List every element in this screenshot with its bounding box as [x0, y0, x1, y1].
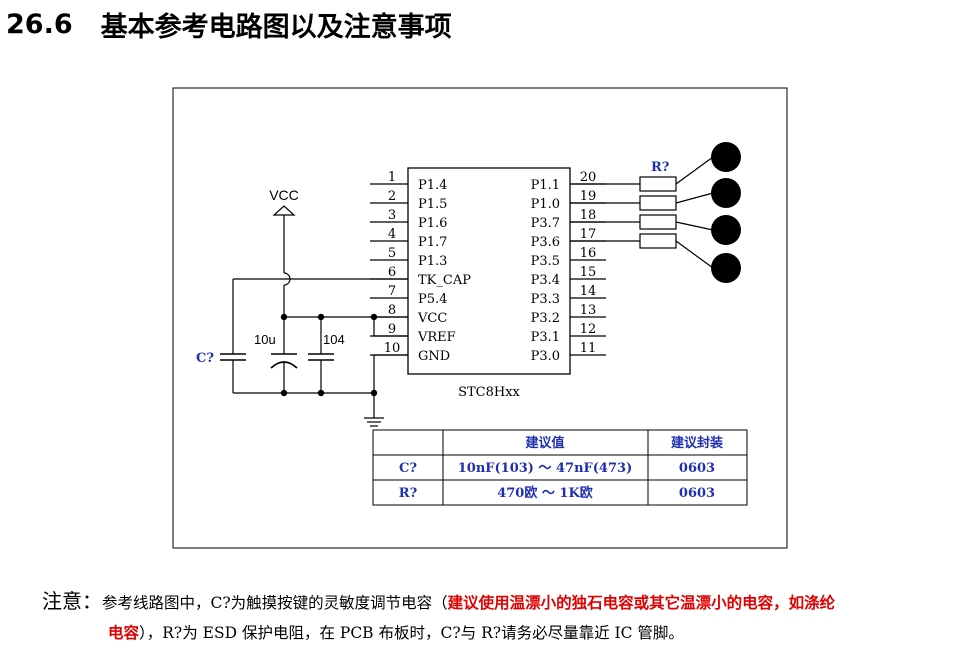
resistor [639, 233, 677, 249]
resistor-label: R? [651, 160, 670, 175]
pin-number: 6 [388, 265, 396, 280]
pin-name: TK_CAP [418, 273, 471, 288]
table-cell: C? [399, 461, 417, 476]
pin-number: 20 [580, 170, 597, 185]
cap-10u-label: 10u [254, 332, 276, 347]
pad-wire [675, 240, 714, 269]
resistor-pad-group [570, 142, 741, 283]
chip-name: STC8Hxx [458, 385, 520, 400]
pad-wire [675, 156, 714, 185]
pin-name: P3.2 [531, 311, 560, 326]
section-number: 26.6 [6, 8, 73, 40]
table-header-cell: 建议值 [525, 435, 564, 451]
pin-name: P3.3 [531, 292, 560, 307]
pin-name: P5.4 [418, 292, 447, 307]
pin-number: 16 [580, 246, 597, 261]
note-highlight-2: 电容 [108, 623, 140, 642]
cap-c-label: C? [196, 351, 214, 366]
pin-number: 5 [388, 246, 396, 261]
section-title: 基本参考电路图以及注意事项 [100, 11, 452, 43]
pad-wire [675, 221, 714, 231]
pin-name: P1.4 [418, 178, 447, 193]
pin-name: P1.1 [531, 178, 560, 193]
pin-number: 18 [580, 208, 597, 223]
resistor [639, 176, 677, 192]
pin-number: 14 [580, 284, 597, 299]
cap-104-label: 104 [323, 332, 345, 347]
pin-number: 17 [580, 227, 597, 242]
pin-number: 2 [388, 189, 396, 204]
note-paragraph: 注意：参考线路图中，C?为触摸按键的灵敏度调节电容（建议使用温漂小的独石电容或其… [42, 586, 957, 648]
touch-pad-icon [711, 178, 741, 208]
diagram-frame [172, 87, 788, 549]
touch-pad-icon [711, 253, 741, 283]
left-pin-group: 1P1.4 2P1.5 3P1.6 4P1.7 5P1.3 6TK_CAP 7P5.4 8VC… [370, 170, 471, 364]
table-cell: 10nF(103) ～ 47nF(473) [458, 461, 632, 476]
pin-name: P3.6 [531, 235, 560, 250]
pin-name: P3.0 [531, 349, 560, 364]
pin-name: P1.5 [418, 197, 447, 212]
pad-wire [675, 192, 714, 204]
table-cell: 0603 [679, 486, 715, 501]
pin-number: 15 [580, 265, 597, 280]
note-text-2: ），R?为 ESD 保护电阻，在 PCB 布板时，C?与 R?请务必尽量靠近 I… [139, 624, 684, 642]
vcc-label: VCC [269, 187, 299, 203]
pin-number: 10 [384, 341, 401, 356]
pin-name: P1.0 [531, 197, 560, 212]
pin-name: P3.4 [531, 273, 560, 288]
note-highlight-1: 建议使用温漂小的独石电容或其它温漂小的电容，如涤纶 [447, 593, 836, 612]
table-header-cell: 建议封装 [671, 435, 723, 451]
junction-dot [280, 389, 288, 397]
pin-number: 12 [580, 322, 597, 337]
pin-name: GND [418, 349, 450, 364]
pin-name: P3.7 [531, 216, 560, 231]
recommend-table: 建议值 建议封装 C? 10nF(103) ～ 47nF(473) 0603 R… [399, 435, 723, 501]
pin-name: P3.5 [531, 254, 560, 269]
note-label: 注意： [42, 589, 102, 613]
touch-pad-icon [711, 215, 741, 245]
junction-dot [370, 313, 378, 321]
pin-number: 7 [388, 284, 396, 299]
pin-number: 3 [388, 208, 396, 223]
table-cell: R? [399, 486, 418, 501]
pin-name: P1.7 [418, 235, 447, 250]
pin-name: P1.3 [418, 254, 447, 269]
note-text-1: 参考线路图中，C?为触摸按键的灵敏度调节电容（ [102, 594, 448, 612]
chip-body [407, 167, 571, 375]
pin-number: 9 [388, 322, 396, 337]
pin-number: 1 [388, 170, 396, 185]
pin-number: 11 [580, 341, 597, 356]
pin-name: VREF [417, 330, 456, 345]
table-cell: 470欧 ～ 1K欧 [497, 485, 593, 501]
pin-name: P3.1 [531, 330, 560, 345]
vcc-arrow-icon [272, 205, 296, 216]
note-line-2: 电容），R?为 ESD 保护电阻，在 PCB 布板时，C?与 R?请务必尽量靠近… [42, 618, 957, 648]
pin-name: VCC [417, 311, 447, 326]
pin-number: 13 [580, 303, 597, 318]
table-cell: 0603 [679, 461, 715, 476]
section-heading: 26.6 基本参考电路图以及注意事项 [6, 4, 452, 44]
pin-number: 19 [580, 189, 597, 204]
pin-number: 4 [388, 227, 396, 242]
resistor [639, 214, 677, 230]
reference-circuit-diagram: STC8Hxx 1P1.4 2P1.5 3P1.6 4P1.7 5P1.3 6TK_CAP… [172, 87, 788, 549]
resistor [639, 195, 677, 211]
junction-dot [280, 313, 288, 321]
junction-dot [317, 389, 325, 397]
pin-number: 8 [388, 303, 396, 318]
pin-name: P1.6 [418, 216, 447, 231]
recommend-table-grid [372, 429, 748, 506]
touch-pad-icon [711, 142, 741, 172]
note-line-1: 注意：参考线路图中，C?为触摸按键的灵敏度调节电容（建议使用温漂小的独石电容或其… [42, 586, 957, 618]
